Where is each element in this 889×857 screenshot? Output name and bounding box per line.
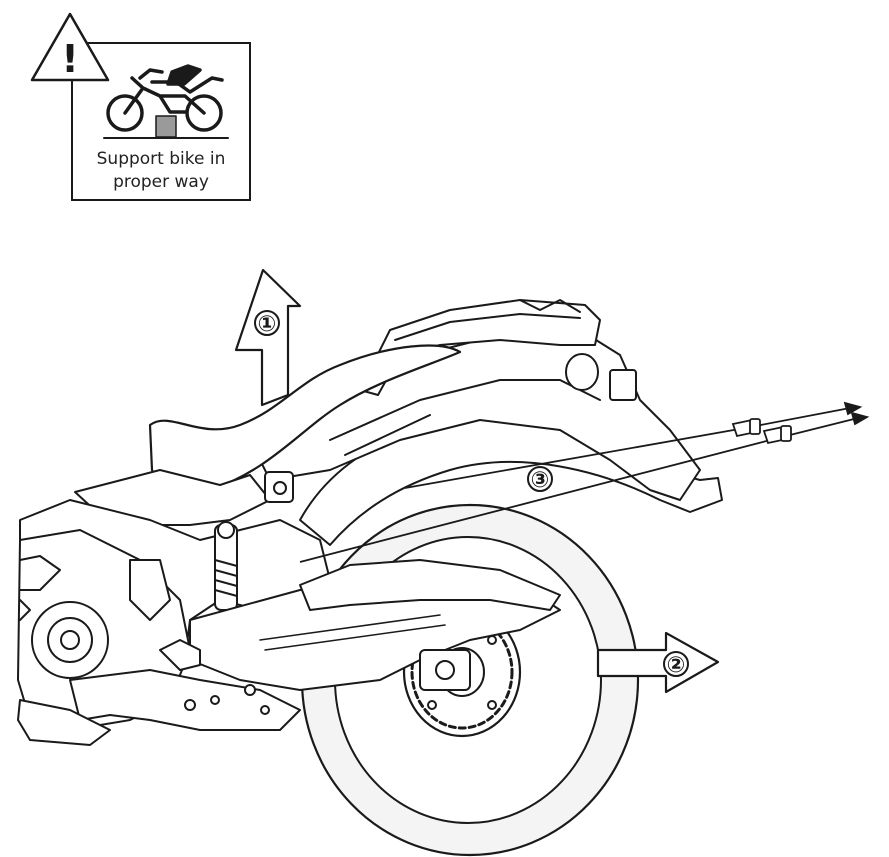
stand-icon (155, 115, 177, 138)
footpeg-assembly (69, 669, 301, 731)
bolt-icon (731, 418, 761, 438)
tail-light (565, 353, 599, 391)
warning-sign: ! Support bike in proper way (30, 12, 251, 201)
warning-text-line1: Support bike in (97, 149, 226, 169)
bolt-icon (762, 425, 792, 445)
lift-up-arrow: ① (234, 268, 302, 407)
warning-text-line2: proper way (113, 172, 209, 192)
chain-guard (299, 559, 561, 611)
callout-1-label: ① (258, 312, 277, 337)
callout-3-label: ③ (531, 468, 550, 493)
pull-wheel-arrow: ② (596, 631, 720, 694)
motorcycle-illustration (17, 299, 723, 857)
callout-2-label: ② (667, 653, 686, 678)
warning-triangle-icon (30, 12, 110, 82)
remove-bolts-arrows (299, 401, 870, 563)
bike-on-stand-icon (103, 64, 229, 139)
warning-symbol: ! (61, 37, 78, 81)
rear-shock (214, 521, 238, 611)
